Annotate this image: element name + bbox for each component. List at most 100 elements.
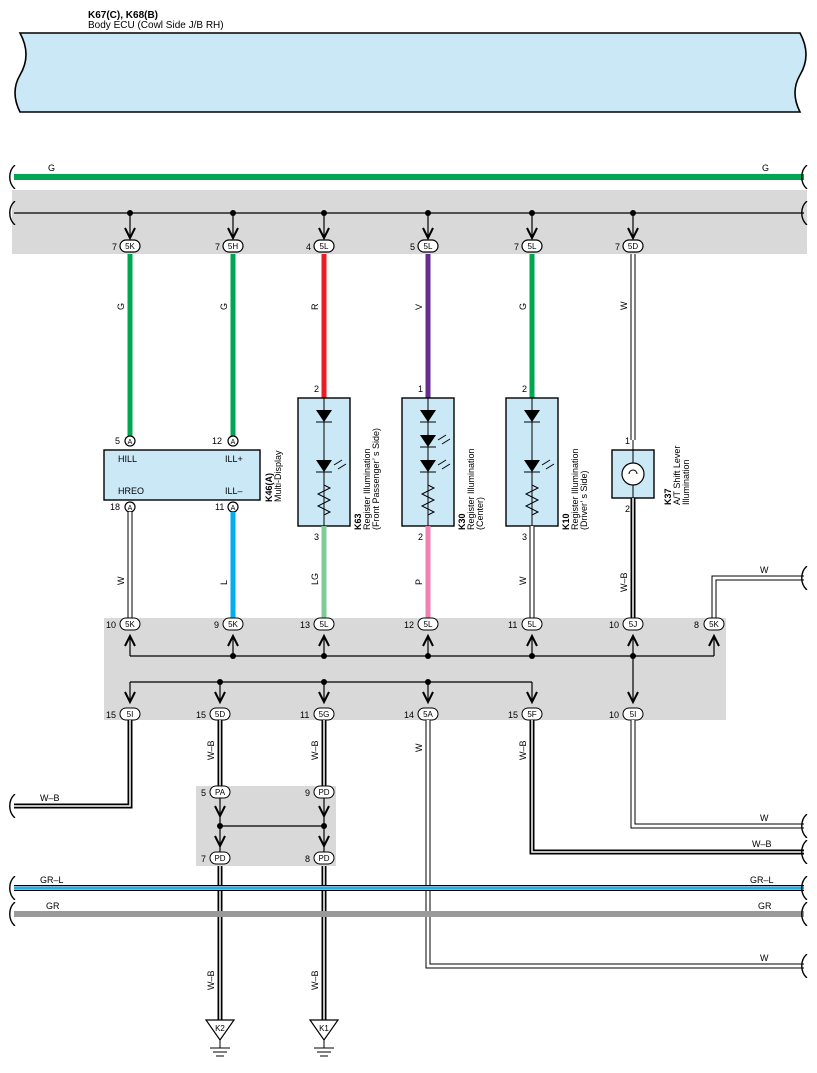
low-connector-3-code: 5G [319, 710, 330, 719]
top-connector-6: 5D 7 [615, 227, 644, 253]
right-w-mid-label: W [760, 813, 769, 823]
k37-pin-bot: 2 [625, 504, 630, 514]
wire-label-g1: G [116, 303, 126, 310]
top-connector-3: 5L 4 [306, 227, 335, 253]
k30-pin-top: 1 [418, 384, 423, 394]
md-name: Multi-Display [273, 450, 283, 502]
low-connector-1-code: 5I [127, 710, 134, 719]
low-connector-5-code: 5F [527, 710, 536, 719]
k63-name2: (Front Passenger’ s Side) [371, 428, 381, 530]
right-w-top-label: W [760, 565, 769, 575]
joint-connector-4-code: PD [318, 854, 329, 863]
ground-k2: K2 [204, 1019, 236, 1057]
top-connector-1-code: 5K [125, 242, 135, 251]
wire-label-v: V [414, 304, 424, 310]
top-connector-4-code: 5L [424, 242, 433, 251]
k37-name1: A/T Shift Lever [672, 446, 682, 505]
ground-k1-label: K1 [319, 1024, 329, 1033]
ecu-code: K67(C), K68(B) [88, 10, 159, 21]
low-connector-4: 5A 14 [404, 707, 439, 721]
md-pin-11: 11 [215, 502, 224, 512]
grl-right-label: GR–L [750, 875, 774, 885]
low-wire-label-3: W–B [310, 740, 320, 760]
mid-connector-1-code: 5K [125, 620, 135, 629]
wire-label-g3: G [518, 303, 528, 310]
mid-connector-6-code: 5J [629, 620, 637, 629]
top-connector-1-pin: 7 [112, 242, 117, 252]
low-connector-4-code: 5A [423, 710, 433, 719]
top-connector-4-pin: 5 [410, 242, 415, 252]
gr-left-label: GR [46, 901, 60, 911]
md-pin-a1: A [128, 439, 133, 446]
mid-connector-2-pin: 9 [214, 620, 219, 630]
joint-connector-2: PD 9 [305, 785, 335, 799]
top-connector-3-code: 5L [320, 242, 329, 251]
top-dots [127, 210, 636, 236]
joint-connector-1-pin: 5 [201, 788, 206, 798]
joint-connector-3-code: PD [214, 854, 225, 863]
mid-connector-5: 5L 11 [508, 617, 543, 631]
low-connector-5-pin: 15 [508, 710, 518, 720]
wire-label-r: R [310, 303, 320, 310]
top-connector-6-code: 5D [628, 242, 638, 251]
top-connector-5-code: 5L [528, 242, 537, 251]
k63-component: 2 3 K63 Register Illumination (Front Pas… [297, 384, 381, 542]
low-wire-label-5: W–B [518, 740, 528, 760]
right-wb-label: W–B [752, 839, 772, 849]
md-pin-18: 18 [110, 502, 120, 512]
top-connector-2-pin: 7 [215, 242, 220, 252]
low-connector-6-pin: 10 [609, 710, 619, 720]
joint-connector-1: PA5 [201, 785, 231, 799]
top-connector-2-code: 5H [228, 242, 238, 251]
k37-component: 1 2 K37 A/T Shift Lever Illumination [611, 436, 691, 514]
mid-wire-label-6: W–B [619, 572, 629, 592]
k30-code: K30 [457, 513, 467, 530]
md-label-hreo: HREO [118, 486, 144, 496]
lower-wires [14, 720, 804, 1022]
low-wire-label-2: W–B [206, 740, 216, 760]
k37-pin-top: 1 [625, 436, 630, 446]
joint-connector-2-code: PD [318, 788, 329, 797]
mid-connector-7-code: 5K [709, 620, 719, 629]
low-connector-3-pin: 11 [300, 710, 309, 720]
mid-connector-1-pin: 10 [106, 620, 116, 630]
joint-connector-4: PD8 [305, 851, 335, 865]
joint-connector-2-pin: 9 [305, 788, 310, 798]
k30-pin-bot: 2 [418, 532, 423, 542]
top-connector-1: 5K 7 [112, 227, 141, 253]
md-label-illp: ILL+ [225, 454, 243, 464]
mid-connector-3-pin: 13 [300, 620, 310, 630]
top-connector-5-pin: 7 [514, 242, 519, 252]
gr-right-label: GR [758, 901, 772, 911]
mid-connector-2: 5K9 [214, 617, 244, 631]
md-code: K46(A) [264, 473, 274, 502]
ecu-name: Body ECU (Cowl Side J/B RH) [88, 20, 224, 31]
k30-component: 1 2 K30 Register Illumination (Center) [401, 384, 485, 542]
low-connector-6-code: 5I [630, 710, 637, 719]
low-connector-4-pin: 14 [404, 710, 414, 720]
mid-connector-5-code: 5L [528, 620, 537, 629]
top-connector-2: 5H 7 [215, 227, 244, 253]
ecu-box [14, 32, 807, 113]
low-wire-label-4: W [414, 743, 424, 752]
mid-connector-5-pin: 11 [508, 620, 517, 630]
mid-connector-7: 5K8 [694, 617, 725, 631]
k30-name2: (Center) [475, 497, 485, 530]
k10-name2: (Driver’ s Side) [579, 470, 589, 530]
multi-display-component: A A A A 5 12 18 11 HILL ILL+ HREO ILL– K… [103, 435, 283, 513]
wire-label-g2: G [219, 303, 229, 310]
k10-component: 2 3 K10 Register Illumination (Driver’ s… [505, 384, 589, 542]
k63-pin-bot: 3 [314, 532, 319, 542]
top-connector-4: 5L 5 [410, 227, 439, 253]
ground-k1: K1 [308, 1019, 340, 1057]
wire-label-w1: W [619, 301, 629, 310]
mid-junction-block [104, 618, 726, 720]
k10-code: K10 [561, 513, 571, 530]
mid-wire-label-1: W [116, 576, 126, 585]
